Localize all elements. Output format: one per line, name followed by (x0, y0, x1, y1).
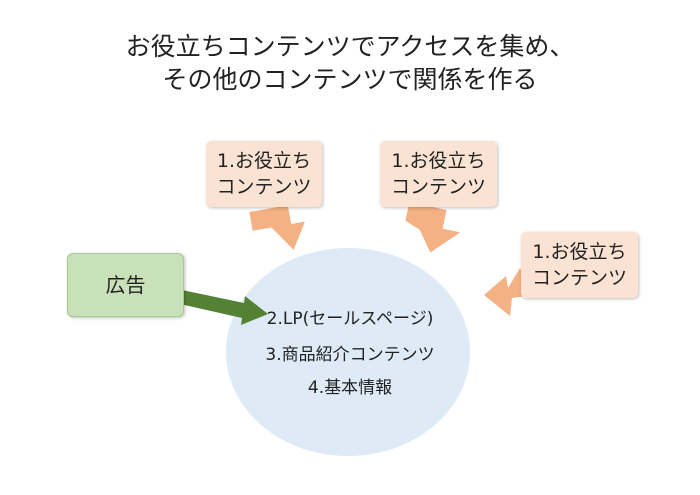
ad-arrow (180, 290, 268, 325)
callout-arrow-1 (249, 205, 305, 250)
circle-item-basic-info: 4.基本情報 (307, 378, 393, 398)
callout-1-line-1: 1.お役立ち (216, 150, 312, 172)
circle-item-lp: 2.LP(セールスページ) (266, 309, 434, 329)
circle-item-product-content: 3.商品紹介コンテンツ (265, 345, 435, 365)
advertisement-box: 広告 (67, 253, 184, 317)
callout-3-line-2: コンテンツ (531, 267, 627, 289)
diagram-title-line-1: お役立ちコンテンツでアクセスを集め、 (125, 32, 575, 61)
diagram-title-line-2: その他のコンテンツで関係を作る (162, 65, 538, 94)
callout-2-line-2: コンテンツ (390, 176, 486, 198)
callout-3-line-1: 1.お役立ち (532, 241, 627, 263)
callout-arrow-2 (405, 202, 461, 253)
useful-content-callout-1: 1.お役立ち コンテンツ (206, 141, 322, 207)
site-content-circle (226, 248, 470, 456)
callout-2-line-1: 1.お役立ち (391, 150, 486, 172)
callout-1-line-2: コンテンツ (216, 176, 312, 198)
useful-content-callout-2: 1.お役立ち コンテンツ (380, 141, 497, 207)
useful-content-callout-3: 1.お役立ち コンテンツ (521, 232, 638, 298)
